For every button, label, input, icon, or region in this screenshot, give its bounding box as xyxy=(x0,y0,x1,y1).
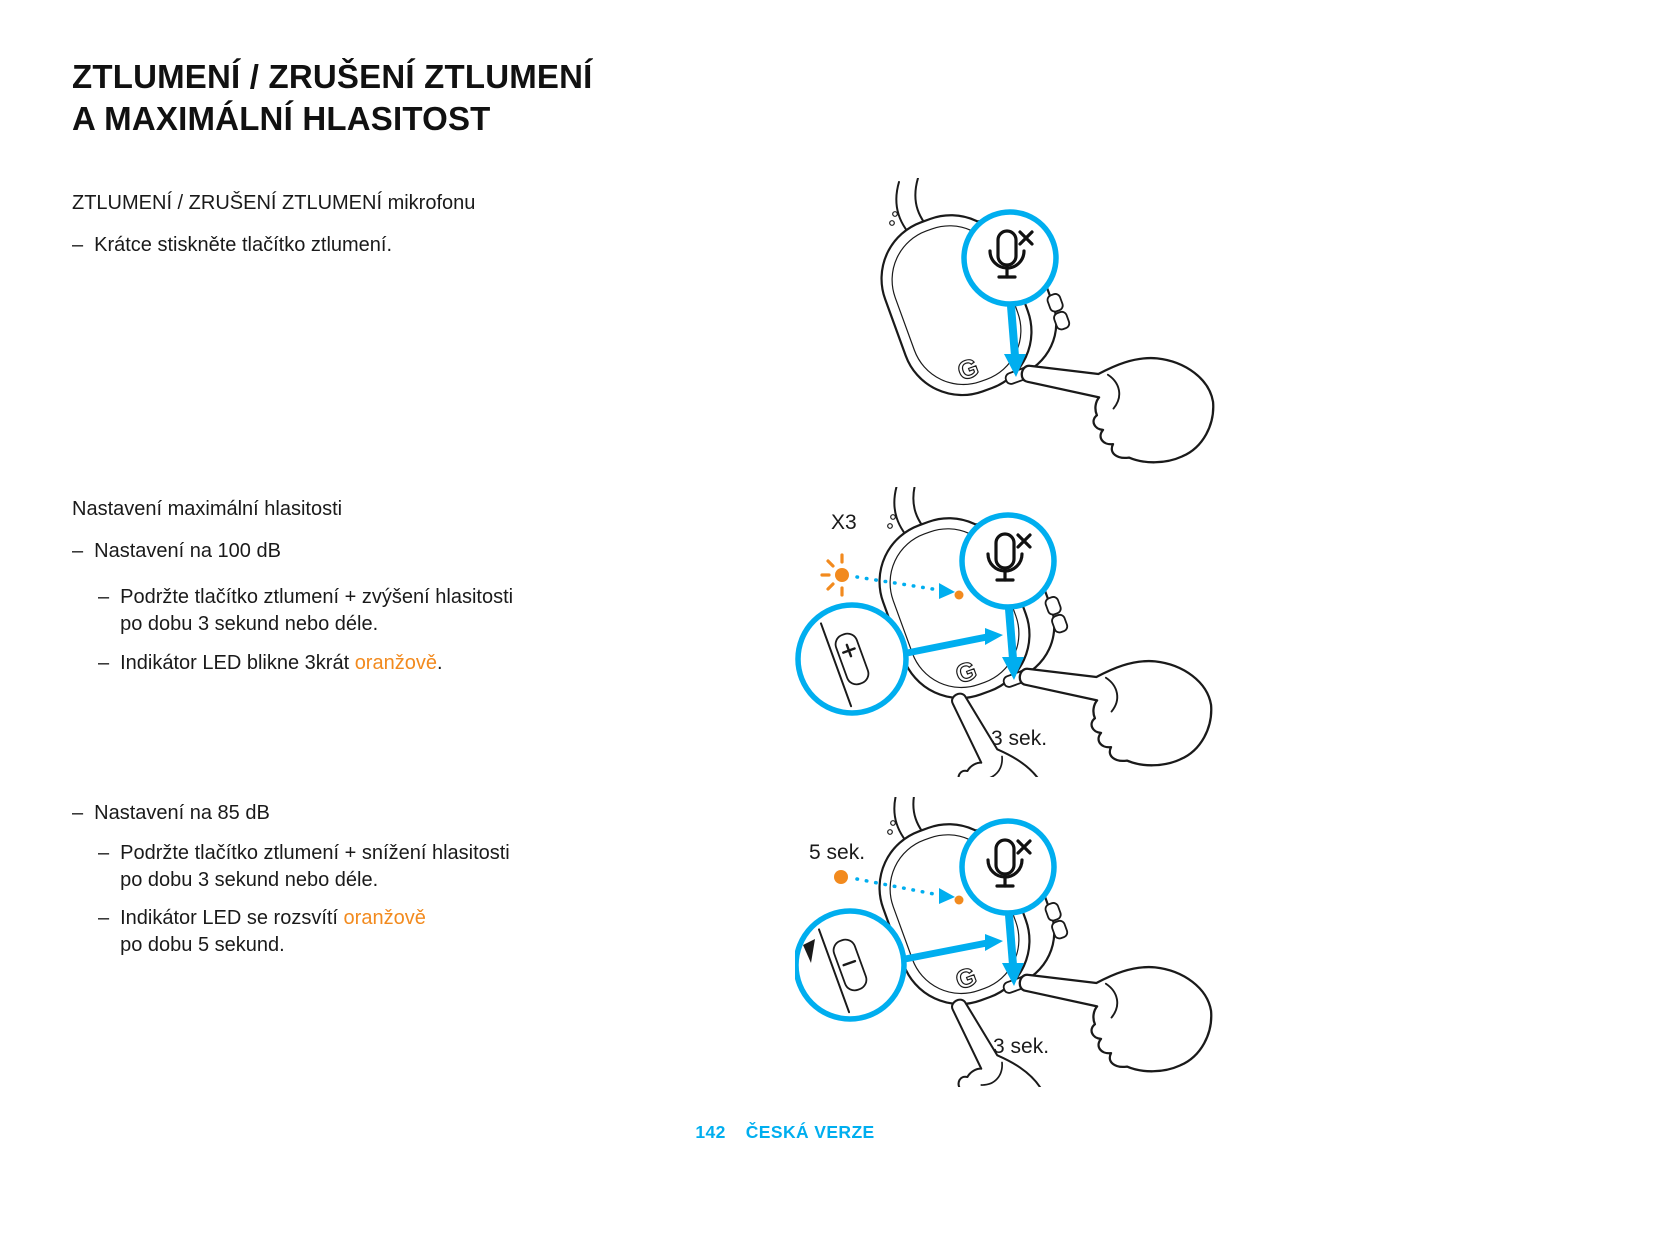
page-title: ZTLUMENÍ / ZRUŠENÍ ZTLUMENÍ A MAXIMÁLNÍ … xyxy=(72,56,593,140)
edition-label: ČESKÁ VERZE xyxy=(745,1122,875,1142)
mode-85db-led-item: – Indikátor LED se rozsvítí oranžově po … xyxy=(98,905,426,959)
bullet-marker: – xyxy=(72,802,84,824)
page-footer: 142 ČESKÁ VERZE xyxy=(0,1122,1570,1143)
plus-icon xyxy=(842,643,856,658)
hold-duration-label: 3 sek. xyxy=(991,727,1047,750)
cup-led-dot xyxy=(954,895,964,905)
bullet-marker: – xyxy=(98,652,110,674)
minus-icon xyxy=(842,959,857,967)
bullet-marker: – xyxy=(98,907,110,929)
magnifier-arrow xyxy=(906,633,988,657)
mute-step-text: Krátce stiskněte tlačítko ztlumení. xyxy=(94,234,393,256)
mute-section-heading: ZTLUMENÍ / ZRUŠENÍ ZTLUMENÍ mikrofonu xyxy=(72,192,476,214)
dotted-arrowhead-icon xyxy=(939,583,955,599)
figure-mute-press xyxy=(855,178,1235,478)
mode-85db-hold-text: Podržte tlačítko ztlumení + snížení hlas… xyxy=(120,842,510,891)
mode-100db-hold-item: – Podržte tlačítko ztlumení + zvýšení hl… xyxy=(98,584,513,638)
bullet-marker: – xyxy=(98,842,110,864)
mode-100db-label: Nastavení na 100 dB xyxy=(94,540,281,562)
mode-100db-item: – Nastavení na 100 dB xyxy=(72,538,281,565)
mode-100db-hold-text: Podržte tlačítko ztlumení + zvýšení hlas… xyxy=(120,586,514,635)
figure-set-85db: 5 sek. 3 sek. xyxy=(795,797,1225,1087)
magnifier-arrow xyxy=(904,939,988,963)
cup-led-dot xyxy=(954,590,964,600)
mode-85db-led-text: Indikátor LED se rozsvítí oranžově po do… xyxy=(120,907,426,956)
volume-down-button-zoom xyxy=(832,938,868,992)
bullet-marker: – xyxy=(72,540,84,562)
volume-up-button-zoom xyxy=(834,632,870,686)
glow-duration-label: 5 sek. xyxy=(809,841,865,864)
led-blink-indicator xyxy=(820,553,849,597)
volume-section-heading: Nastavení maximální hlasitosti xyxy=(72,498,343,520)
dotted-arrowhead-icon xyxy=(939,888,955,904)
mute-step-item: – Krátce stiskněte tlačítko ztlumení. xyxy=(72,232,392,259)
bullet-marker: – xyxy=(98,586,110,608)
mode-100db-led-item: – Indikátor LED blikne 3krát oranžově. xyxy=(98,650,443,677)
volume-down-magnifier xyxy=(795,908,1003,1022)
orange-highlight: oranžově xyxy=(343,907,426,929)
mode-85db-item: – Nastavení na 85 dB xyxy=(72,800,270,827)
volume-up-magnifier xyxy=(795,602,1003,716)
led-glow-indicator xyxy=(834,870,848,884)
figure-set-100db: X3 3 sek. xyxy=(795,487,1225,777)
mode-85db-label: Nastavení na 85 dB xyxy=(94,802,270,824)
mode-85db-hold-item: – Podržte tlačítko ztlumení + snížení hl… xyxy=(98,840,510,894)
blink-count-label: X3 xyxy=(831,511,857,534)
band-edge-wedge xyxy=(803,939,815,963)
orange-highlight: oranžově xyxy=(354,652,437,674)
page-number: 142 xyxy=(695,1122,726,1142)
mode-100db-led-text: Indikátor LED blikne 3krát oranžově. xyxy=(120,652,443,674)
page-title-line2: A MAXIMÁLNÍ HLASITOST xyxy=(72,100,491,138)
bullet-marker: – xyxy=(72,234,84,256)
hold-duration-label: 3 sek. xyxy=(993,1035,1049,1058)
page-title-line1: ZTLUMENÍ / ZRUŠENÍ ZTLUMENÍ xyxy=(72,58,593,95)
